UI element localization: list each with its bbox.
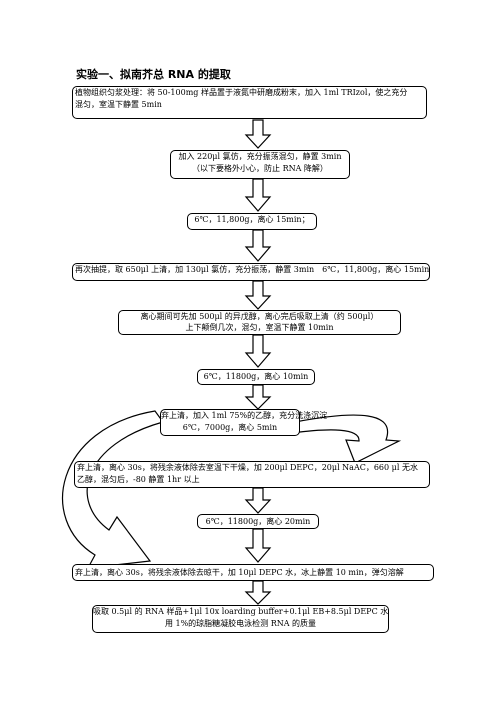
down-arrow-1: [244, 119, 272, 149]
step-8-line-1: 弃上清，离心 30s，将残余液体除去室温下干燥，加 200μl DEPC，20μ…: [77, 463, 418, 472]
down-arrow-7: [244, 487, 272, 514]
curved-arrow-left: [62, 410, 164, 569]
page-title: 实验一、拟南芥总 RNA 的提取: [76, 68, 231, 81]
down-arrow-6: [244, 384, 272, 410]
down-arrow-5: [244, 334, 272, 368]
step-3-line-1: 6℃，11,800g，离心 15min；: [194, 215, 310, 224]
step-2-line-2: （以下要格外小心，防止 RNA 降解）: [192, 164, 328, 173]
step-2-line-1: 加入 220μl 氯仿，充分振荡混匀，静置 3min: [178, 152, 342, 161]
step-5-line-2: 上下颠倒几次，混匀，室温下静置 10min: [185, 323, 334, 332]
step-6-line-1: 6℃，11800g，离心 10min: [203, 372, 309, 381]
step-6-centrifuge: 6℃，11800g，离心 10min: [197, 369, 315, 385]
curved-arrow-right: [291, 414, 402, 464]
step-9-line-1: 6℃，11800g，离心 20min: [205, 517, 311, 526]
step-11-line-1: 吸取 0.5μl 的 RNA 样品+1μl 10x loarding buffe…: [93, 607, 389, 616]
step-11-line-2: 用 1%的琼脂糖凝胶电泳检测 RNA 的质量: [164, 619, 317, 628]
step-7-ethanol-wash: 弃上清，加入 1ml 75%的乙醇，充分洗涤沉淀 6℃，7000g，离心 5mi…: [160, 409, 328, 436]
step-1-homogenize: 植物组织匀浆处理：将 50-100mg 样品置于液氮中研磨成粉末，加入 1ml …: [72, 86, 427, 119]
step-4-re-extract: 再次抽提，取 650μl 上清，加 130μl 氯仿，充分振荡，静置 3min …: [72, 263, 430, 281]
step-7-line-1: 弃上清，加入 1ml 75%的乙醇，充分洗涤沉淀: [161, 411, 328, 420]
step-10-line-1: 弃上清，离心 30s，将残余液体除去晾干，加 10μl DEPC 水，冰上静置 …: [75, 568, 404, 577]
step-3-centrifuge: 6℃，11,800g，离心 15min；: [187, 213, 317, 230]
step-1-line-1: 植物组织匀浆处理：将 50-100mg 样品置于液氮中研磨成粉末，加入 1ml …: [75, 88, 408, 97]
down-arrow-4: [244, 280, 272, 310]
down-arrow-9: [244, 580, 272, 605]
step-5-isoamyl: 离心期间可先加 500μl 的异戊醇，离心完后吸取上清（约 500μl） 上下颠…: [118, 310, 401, 335]
step-9-centrifuge: 6℃，11800g，离心 20min: [197, 514, 319, 529]
step-1-line-2: 混匀，室温下静置 5min: [75, 100, 162, 109]
step-2-chloroform: 加入 220μl 氯仿，充分振荡混匀，静置 3min （以下要格外小心，防止 R…: [170, 150, 350, 179]
down-arrow-3: [244, 229, 272, 262]
step-11-gel-check: 吸取 0.5μl 的 RNA 样品+1μl 10x loarding buffe…: [92, 605, 389, 633]
step-8-precipitate: 弃上清，离心 30s，将残余液体除去室温下干燥，加 200μl DEPC，20μ…: [74, 461, 430, 488]
down-arrow-8: [244, 528, 272, 563]
step-10-dissolve: 弃上清，离心 30s，将残余液体除去晾干，加 10μl DEPC 水，冰上静置 …: [72, 564, 434, 581]
step-5-line-1: 离心期间可先加 500μl 的异戊醇，离心完后吸取上清（约 500μl）: [140, 312, 379, 321]
down-arrow-2: [244, 178, 272, 212]
step-7-line-2: 6℃，7000g，离心 5min: [182, 423, 278, 432]
step-4-line-1: 再次抽提，取 650μl 上清，加 130μl 氯仿，充分振荡，静置 3min …: [75, 265, 430, 274]
step-8-line-2: 乙醇，混匀后，-80 静置 1hr 以上: [77, 475, 200, 484]
